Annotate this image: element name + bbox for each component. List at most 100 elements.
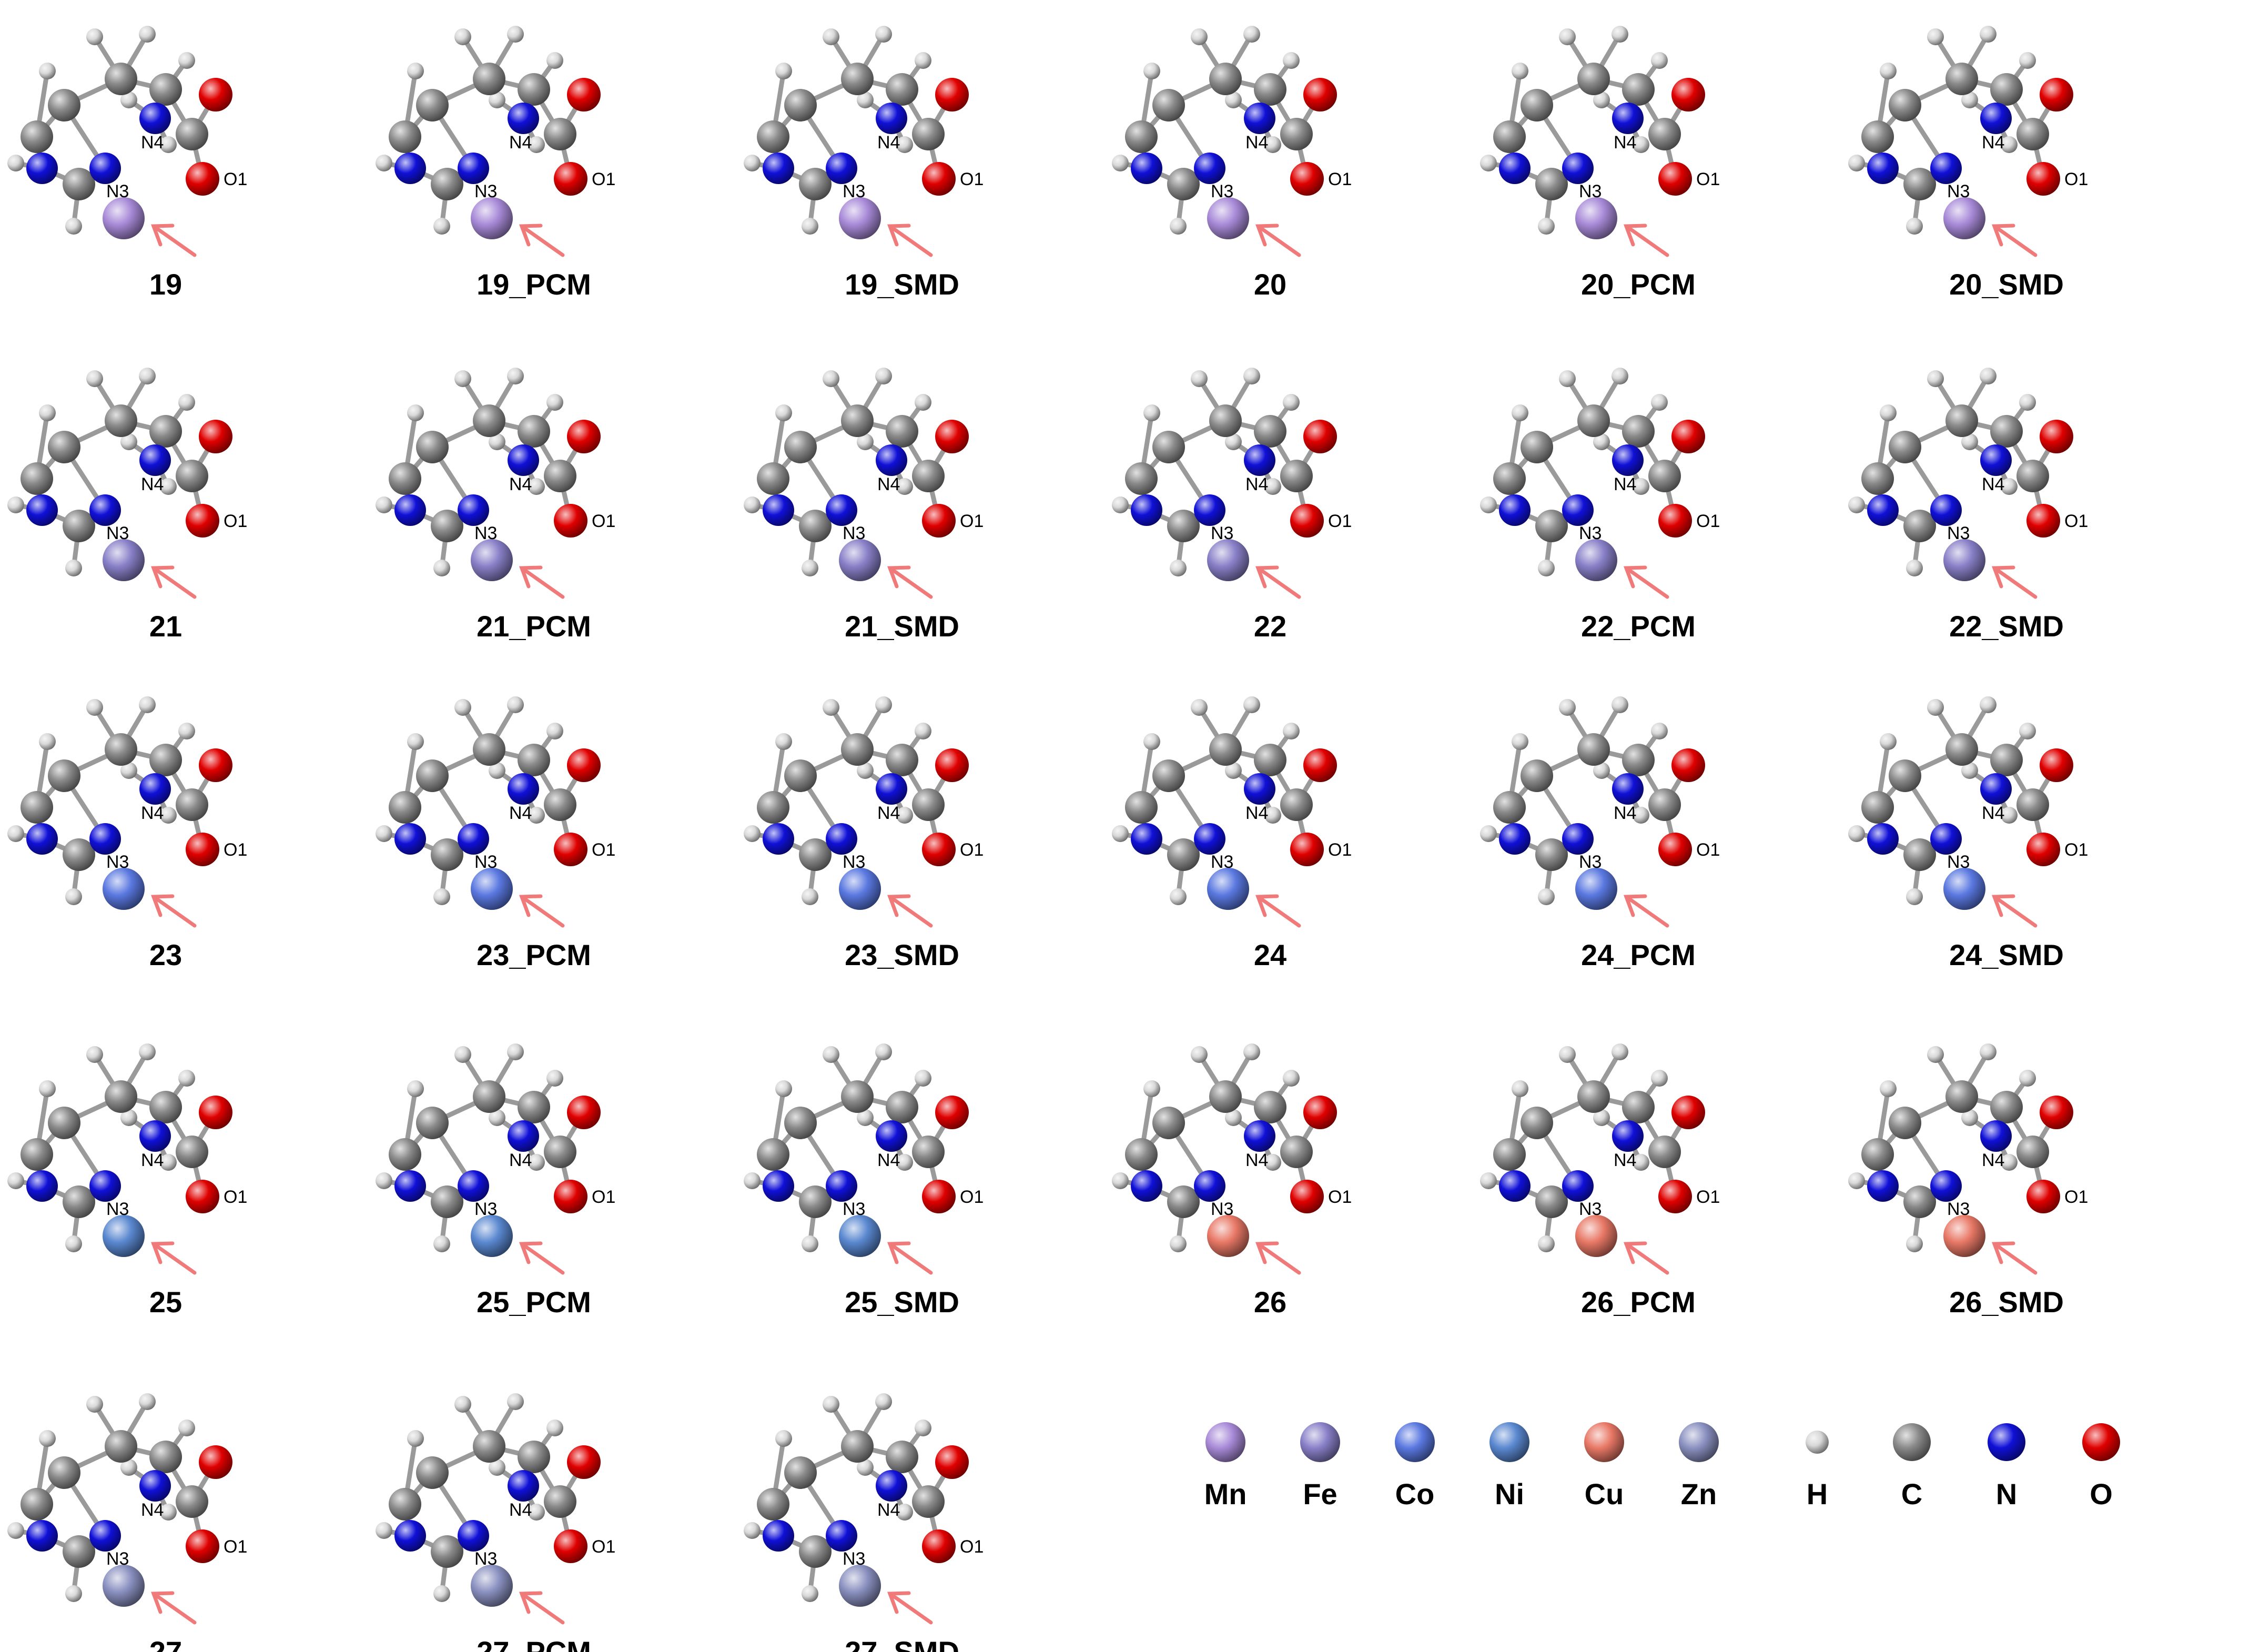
atom-n (1980, 103, 2012, 134)
atom-o (186, 162, 219, 196)
atom-h (896, 1154, 913, 1171)
atom-h (1927, 370, 1944, 387)
legend-swatch (1300, 1422, 1340, 1462)
atom-h (1538, 888, 1555, 905)
atom-h (857, 92, 874, 108)
atom-h (1593, 92, 1610, 108)
atom-o (186, 504, 219, 538)
atom-n (26, 823, 58, 855)
atom-c (518, 415, 550, 448)
atom-h (1143, 63, 1160, 79)
atom-label-o1: O1 (592, 169, 615, 189)
atom-c (1280, 460, 1313, 492)
atom-h (775, 1430, 792, 1447)
legend-symbol: H (1807, 1477, 1828, 1511)
atom-n (1194, 153, 1225, 184)
atom-label-n4: N4 (1614, 803, 1636, 823)
atom-o (1658, 162, 1692, 196)
atom-h (507, 696, 524, 713)
atom-h (1633, 478, 1649, 495)
atom-n (1131, 494, 1162, 526)
atom-c (518, 73, 550, 106)
atom-o (2026, 833, 2060, 866)
atom-o (2040, 748, 2073, 782)
atom-h (160, 1154, 177, 1171)
atom-label-o1: O1 (592, 1187, 615, 1207)
atom-n (1244, 444, 1275, 476)
atom-h (1538, 1235, 1555, 1252)
atom-o (186, 833, 219, 866)
atom-n (1930, 823, 1962, 855)
atom-o (1290, 504, 1324, 538)
atom-o (922, 162, 956, 196)
atom-c (176, 460, 208, 492)
atom-o (199, 420, 232, 453)
legend-swatch (1395, 1422, 1435, 1462)
atom-c (784, 759, 817, 792)
atom-n (1562, 494, 1594, 526)
atom-label-o1: O1 (1696, 840, 1720, 860)
atom-h (875, 696, 892, 713)
atom-n (1930, 494, 1962, 526)
atom-n (1612, 1120, 1644, 1152)
metal-ion (103, 197, 145, 239)
legend-item: Mn (1204, 1422, 1246, 1511)
atom-label-n3: N3 (1947, 523, 1970, 543)
atom-c (1493, 462, 1526, 495)
atom-h (546, 1070, 563, 1087)
atom-h (489, 92, 505, 108)
atom-h (528, 1154, 545, 1171)
structure-label: 19_PCM (477, 268, 591, 301)
atom-c (149, 1441, 182, 1473)
structure-label: 21_PCM (477, 610, 591, 643)
atom-h (7, 155, 24, 171)
atom-h (775, 404, 792, 421)
atom-o (554, 1529, 587, 1563)
atom-h (65, 888, 82, 905)
atom-h (1243, 696, 1260, 713)
atom-n (876, 444, 907, 476)
metal-ion (103, 539, 145, 581)
atom-c (1861, 120, 1894, 153)
atom-c (1535, 168, 1568, 200)
atom-label-n4: N4 (509, 1150, 532, 1170)
metal-arrow-icon (519, 565, 565, 599)
atom-h (120, 92, 137, 108)
atom-c (1280, 1136, 1313, 1168)
atom-h (376, 825, 392, 842)
metal-arrow-icon (1992, 224, 2038, 257)
structure-label: 22_SMD (1949, 610, 2064, 643)
atom-o (922, 1180, 956, 1213)
atom-label-o1: O1 (960, 511, 984, 531)
atom-h (65, 560, 82, 576)
atom-h (802, 1585, 818, 1602)
atom-h (1264, 136, 1281, 153)
legend-item: H (1806, 1431, 1829, 1511)
atom-c (1577, 63, 1610, 95)
atom-o (1290, 162, 1324, 196)
atom-label-n3: N3 (1579, 1199, 1602, 1219)
structure-label: 19_SMD (845, 268, 959, 301)
atom-c (1990, 73, 2023, 106)
atom-h (1848, 1172, 1865, 1189)
atom-o (186, 1180, 219, 1213)
atom-c (1861, 791, 1894, 824)
atom-n (1194, 494, 1225, 526)
legend-swatch (1679, 1422, 1719, 1462)
atom-h (1191, 699, 1208, 716)
atom-h (39, 404, 56, 421)
atom-o (935, 1096, 969, 1129)
atom-n (394, 494, 426, 526)
atom-h (65, 1235, 82, 1252)
atom-c (21, 1138, 53, 1171)
atom-c (1889, 759, 1921, 792)
atom-c (1535, 510, 1568, 542)
atom-n (458, 494, 489, 526)
atom-h (1143, 1080, 1160, 1097)
atom-c (21, 791, 53, 824)
atom-c (1648, 118, 1681, 150)
